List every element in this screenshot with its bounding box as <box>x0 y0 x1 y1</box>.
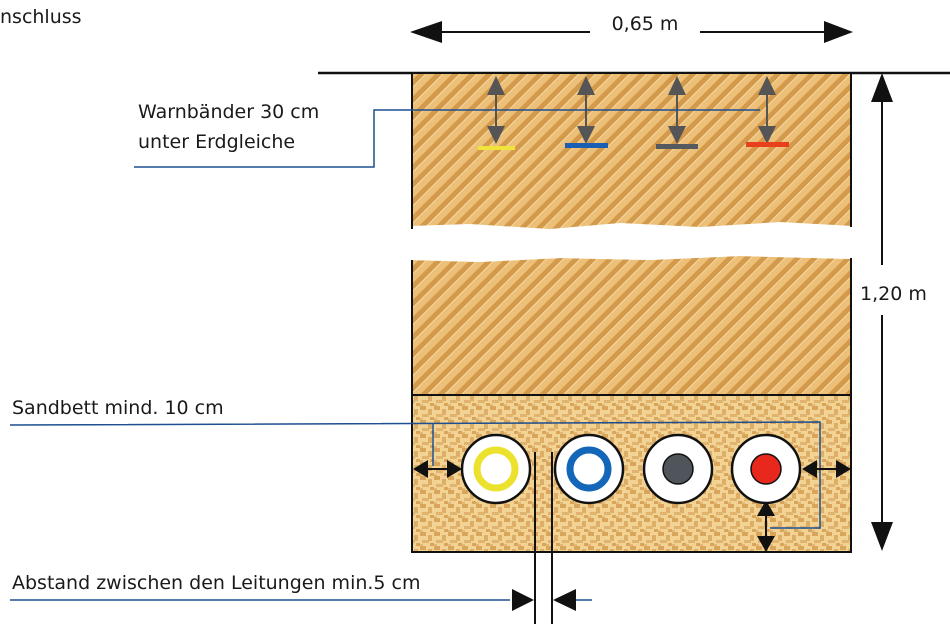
depth-label: 1,20 m <box>860 283 927 305</box>
width-label: 0,65 m <box>612 13 679 35</box>
sand-bed-label: Sandbett mind. 10 cm <box>12 397 224 419</box>
spacing-arrow-right <box>553 589 576 611</box>
warning-tape-yellow-group <box>478 76 515 150</box>
warning-tape-blue-group <box>565 76 608 148</box>
warning-tapes-leader <box>134 109 760 168</box>
pipe-gray <box>642 433 714 505</box>
trench-break-gap <box>410 222 853 262</box>
soil-layer-lower <box>412 256 851 395</box>
pipe-spacing-label: Abstand zwischen den Leitungen min.5 cm <box>12 572 421 594</box>
sand-bed-leader <box>9 421 821 529</box>
right-clearance-arrow <box>802 460 851 478</box>
width-dimension: 0,65 m <box>410 13 853 43</box>
bottom-clearance-arrow <box>757 500 775 552</box>
warning-tape-gray <box>656 144 698 149</box>
warning-tapes-label-line2: unter Erdgleiche <box>138 131 295 153</box>
pipe-red <box>730 433 802 505</box>
pipe-gray-core <box>662 453 694 485</box>
warning-tape-red <box>746 142 789 147</box>
warning-tapes-label-line1: Warnbänder 30 cm <box>138 101 319 123</box>
pipe-yellow-ring <box>473 446 519 492</box>
warning-tape-gray-group <box>656 76 698 149</box>
warning-tape-red-group <box>746 76 789 147</box>
pipe-blue <box>553 433 625 505</box>
pipe-blue-ring <box>566 446 612 492</box>
spacing-arrow-left <box>512 589 534 611</box>
warning-tape-yellow <box>478 146 515 150</box>
soil-layer-upper <box>412 74 851 229</box>
header-text-fragment: nschluss <box>0 6 82 28</box>
pipe-red-core <box>750 453 782 485</box>
left-clearance-arrow <box>413 460 462 478</box>
warning-tape-blue <box>565 143 608 148</box>
pipe-yellow <box>460 433 532 505</box>
depth-dimension: 1,20 m <box>860 73 927 551</box>
